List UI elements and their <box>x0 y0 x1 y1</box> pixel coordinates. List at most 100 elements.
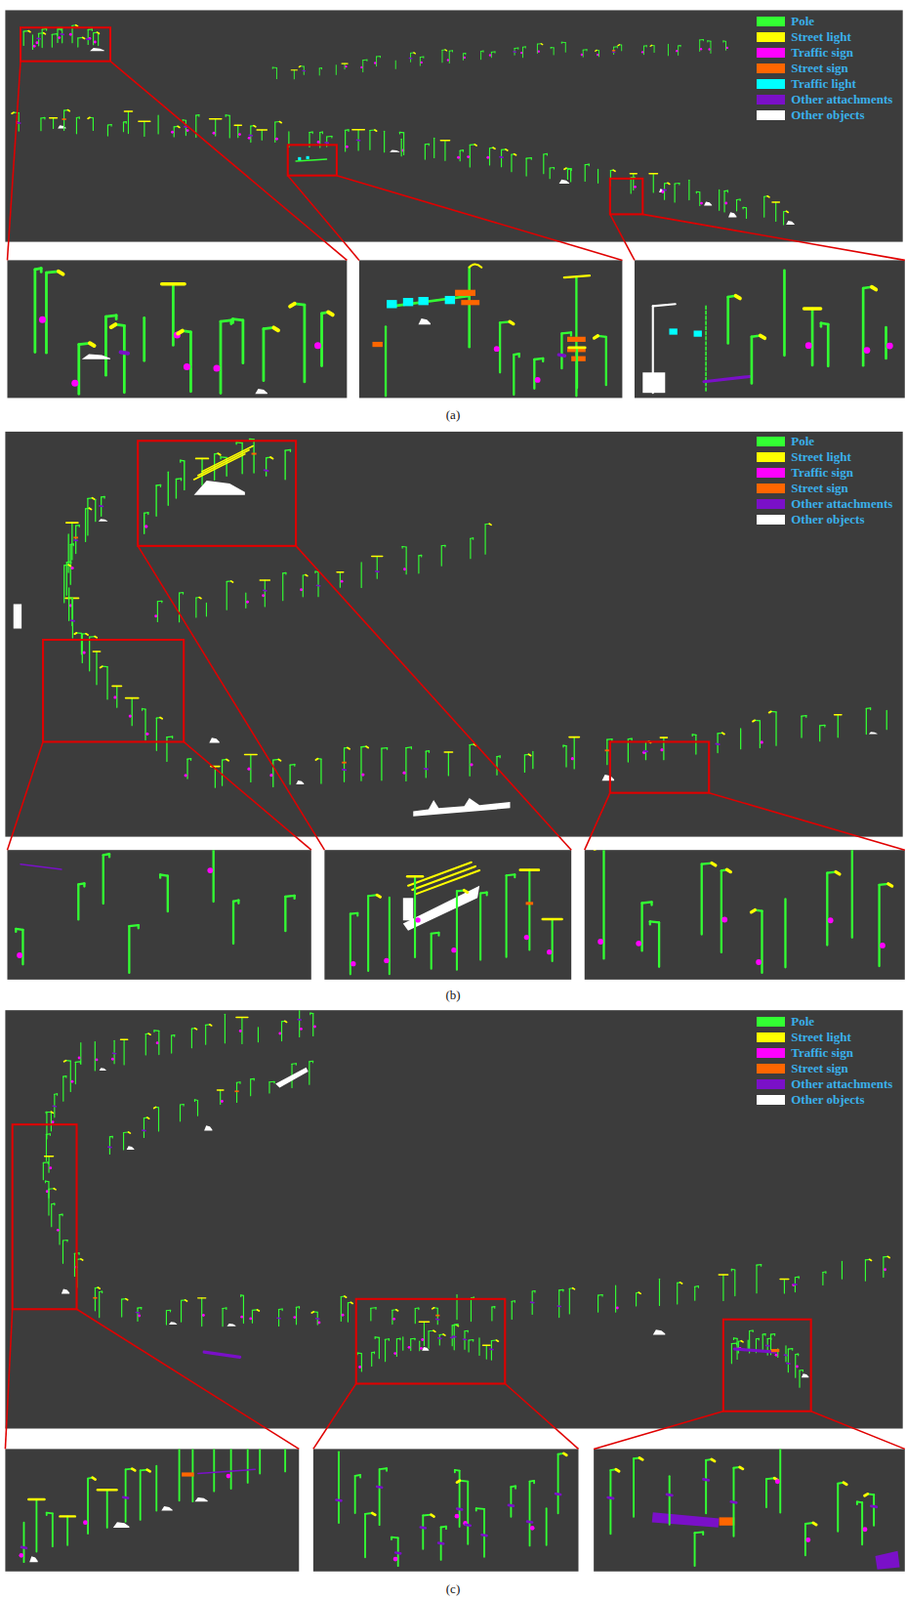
pole-arm-end <box>722 41 724 42</box>
attachment <box>409 57 412 60</box>
pole-arm-end <box>482 50 484 52</box>
pole-arm-end <box>402 546 404 549</box>
traffic-sign <box>580 53 583 56</box>
panel-label: (b) <box>445 987 460 1003</box>
pole <box>233 900 239 944</box>
legend-entry: Street light <box>756 29 893 45</box>
pole <box>259 579 270 607</box>
pole <box>751 335 765 384</box>
pole <box>723 41 729 50</box>
legend: PoleStreet lightTraffic signStreet signO… <box>752 1012 897 1109</box>
legend-text: Other objects <box>790 511 865 528</box>
pole-stem <box>63 565 65 603</box>
legend-swatch <box>756 1047 785 1058</box>
other-object <box>275 1067 308 1088</box>
pole-arm-end <box>774 1333 776 1336</box>
street-sign <box>251 453 257 455</box>
street-light <box>371 1512 375 1515</box>
pole <box>52 1093 57 1117</box>
pole-stem <box>72 597 74 638</box>
pole <box>675 45 681 56</box>
pole-stem <box>532 1290 534 1314</box>
traffic-sign <box>226 1473 232 1479</box>
pole-arm-end <box>359 1474 362 1478</box>
pole-stem <box>565 42 567 53</box>
traffic-sign <box>212 365 220 372</box>
pole-arm-end <box>79 525 81 528</box>
pole <box>569 1287 575 1314</box>
pole-arm <box>87 28 92 31</box>
pole-stem <box>84 508 86 542</box>
pole <box>633 1456 643 1516</box>
traffic-sign <box>275 137 279 141</box>
pole-stem <box>425 750 427 778</box>
pole-arm-end <box>45 1512 48 1516</box>
pole <box>594 335 607 385</box>
pole-arm <box>559 1288 564 1291</box>
legend-swatch <box>756 110 785 121</box>
pole <box>783 270 785 356</box>
street-light <box>463 889 467 892</box>
pole <box>784 898 786 967</box>
traffic-sign <box>641 50 644 53</box>
pole-stem <box>165 737 167 762</box>
pole-stem <box>131 698 133 726</box>
traffic-sign <box>154 614 158 618</box>
pole-stem <box>694 1531 697 1565</box>
pole-arm-end <box>111 124 113 127</box>
legend-swatch <box>756 483 785 494</box>
zoom-rect <box>288 144 337 175</box>
pole <box>35 33 45 46</box>
pole-stem <box>478 1337 480 1356</box>
pole-stem <box>529 1481 532 1546</box>
pole <box>718 1274 728 1301</box>
pole <box>841 1260 843 1278</box>
pole <box>695 1285 700 1301</box>
pole-arm <box>526 157 532 160</box>
pole <box>409 52 415 62</box>
pole <box>292 1306 299 1324</box>
pole-arm-end <box>764 1333 766 1336</box>
street-light <box>92 1477 96 1480</box>
pole <box>786 1348 793 1372</box>
pole-stem <box>747 1339 749 1349</box>
pole <box>41 117 45 130</box>
traffic-sign <box>45 1189 49 1193</box>
street-light <box>741 1340 743 1342</box>
pole-arm-end <box>309 1012 311 1015</box>
pole-arm <box>431 931 440 935</box>
pole-stem <box>212 849 215 902</box>
traffic-sign <box>726 46 729 49</box>
pole-arm <box>220 320 232 322</box>
pole <box>883 1255 890 1277</box>
pole <box>478 1337 480 1356</box>
traffic-sign <box>707 47 710 50</box>
traffic-sign <box>95 1057 99 1061</box>
other-object <box>98 518 108 521</box>
pole-stem <box>312 1013 314 1036</box>
attachment <box>766 1343 770 1346</box>
pole-stem <box>500 149 502 166</box>
legend-entry: Other objects <box>756 1091 893 1108</box>
street-light <box>66 521 79 524</box>
other-object <box>226 1322 236 1326</box>
pole-arm <box>692 733 697 736</box>
pole-stem <box>632 1457 635 1516</box>
attachment <box>263 588 267 591</box>
pole-stem <box>361 1353 363 1371</box>
panel-content <box>18 1447 292 1562</box>
pole-stem <box>459 150 461 162</box>
pole-stem <box>782 211 784 225</box>
pole-stem <box>452 1324 453 1346</box>
legend-text: Pole <box>790 1013 815 1030</box>
pole <box>381 747 388 781</box>
street-light <box>813 1522 817 1524</box>
pole-stem <box>491 1306 493 1320</box>
pole-arm <box>220 455 227 458</box>
street-light <box>199 597 202 599</box>
pole-arm-end <box>322 131 324 134</box>
panel-label: (a) <box>446 407 460 423</box>
street-light <box>495 1339 498 1341</box>
pole <box>511 1300 515 1319</box>
pole <box>170 125 180 137</box>
